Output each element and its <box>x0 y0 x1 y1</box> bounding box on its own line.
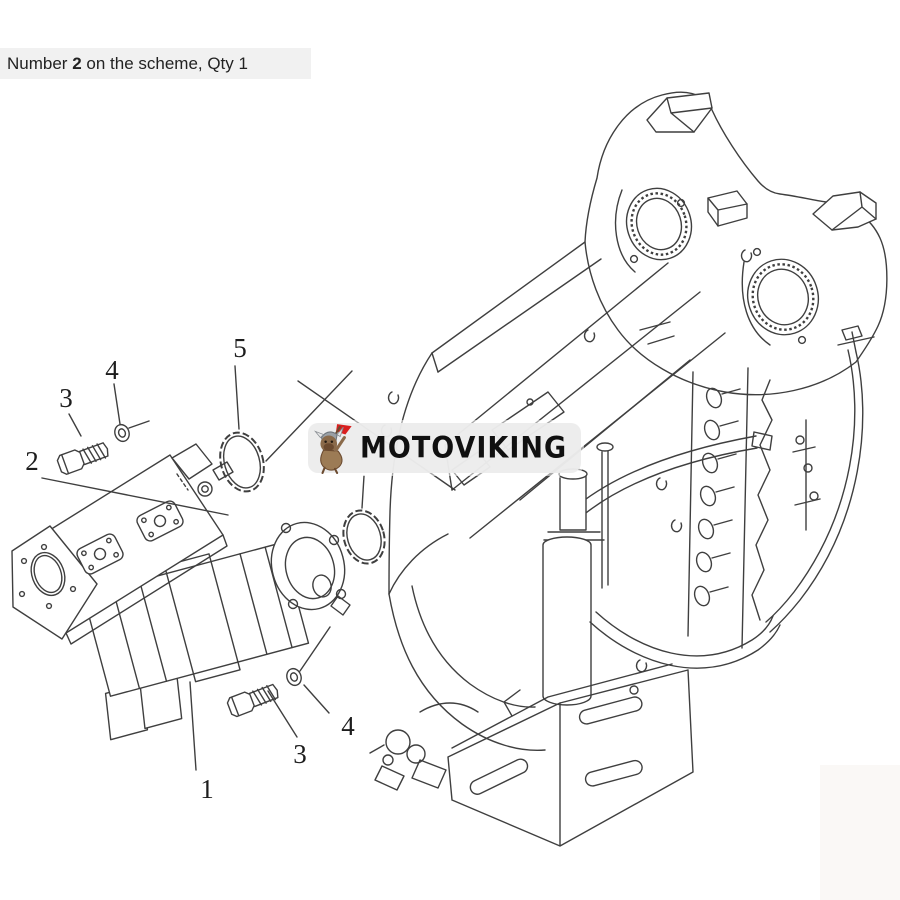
hex-bolt-lower <box>226 683 279 718</box>
assembly-axis-line-1 <box>265 370 353 462</box>
callout-3-upper: 3 <box>59 383 73 413</box>
leader-5 <box>234 365 240 430</box>
callout-4-upper: 4 <box>105 355 119 385</box>
housing-right-lug <box>812 191 877 231</box>
callout-4-lower: 4 <box>341 711 355 741</box>
watermark-text: MOTOVIKING <box>360 431 568 465</box>
transmission-housing <box>369 91 888 847</box>
lower-hose <box>589 611 781 669</box>
oil-filter <box>503 468 605 717</box>
leader-4-lower <box>299 626 331 714</box>
o-ring-large <box>219 431 265 493</box>
leader-1 <box>189 681 197 771</box>
hex-bolt-upper <box>56 442 109 475</box>
pump-mount-flange <box>11 525 98 640</box>
bell-housing-outline <box>584 91 888 396</box>
washer-lower <box>286 667 302 687</box>
cast-edge-zigzag <box>751 379 773 621</box>
watermark: MOTOVIKING <box>308 423 581 474</box>
port-pad-left <box>76 533 124 575</box>
callout-1: 1 <box>200 774 214 804</box>
dipstick-rod <box>596 442 614 589</box>
lower-case <box>369 533 546 791</box>
o-ring-small-leader <box>361 475 365 509</box>
callout-3-lower: 3 <box>293 739 307 769</box>
header-suffix: on the scheme, Qty 1 <box>81 53 248 73</box>
leader-2 <box>41 477 229 516</box>
leader-4-upper <box>113 383 150 429</box>
port-pad-right <box>136 500 184 542</box>
oil-pan-box <box>447 663 694 847</box>
callout-leaders <box>41 365 331 771</box>
upper-hose <box>577 431 773 517</box>
header-part-number: 2 <box>72 53 82 73</box>
o-ring-small <box>342 509 386 565</box>
viking-dog-icon <box>314 424 352 474</box>
callout-5: 5 <box>233 333 247 363</box>
valve-boss-column <box>687 367 821 649</box>
header-bar: Number 2 on the scheme, Qty 1 <box>0 48 311 79</box>
right-bore-seal <box>747 258 819 336</box>
pump-cover-plate <box>11 443 234 645</box>
hydraulic-pipe <box>765 325 875 633</box>
pump-end-cap <box>270 521 351 616</box>
callout-numbers: 2 3 4 5 1 3 4 <box>25 333 355 804</box>
leader-3-upper <box>68 413 82 437</box>
corner-tint <box>820 765 900 900</box>
left-bore-seal <box>625 187 693 261</box>
header-prefix: Number <box>7 53 73 73</box>
callout-2: 2 <box>25 446 39 476</box>
washer-upper <box>114 423 130 443</box>
leader-3-lower <box>267 690 298 738</box>
